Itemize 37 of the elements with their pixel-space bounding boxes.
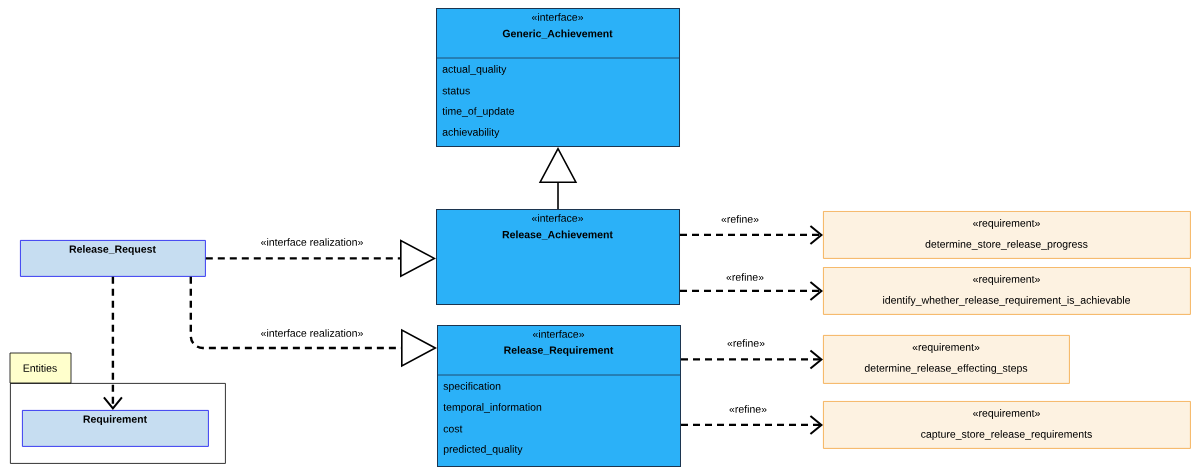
stereotype-label: «requirement» [973,219,1040,229]
stereotype-label: «interface» [531,214,584,222]
attribute-label: temporal_information [443,403,542,413]
edge-label: «refine» [720,214,760,224]
dependency-arrow [205,239,436,278]
edge-label: «interface realization» [259,237,365,247]
interface-name: Release_Achievement [502,230,613,240]
requirement-name: determine_release_effecting_steps [864,364,1028,374]
attribute-label: actual_quality [442,65,507,75]
requirement-name: identify_whether_release_requirement_is_achievable [883,296,1130,306]
attribute-label: time_of_update [442,107,515,117]
edge-label: «refine» [725,272,765,282]
edge-label: «refine» [726,338,766,348]
edge-label: «interface realization» [259,328,365,338]
interface-name: Release_Requirement [504,346,614,356]
dependency-arrow [681,414,823,435]
attribute-label: predicted_quality [443,445,523,455]
requirement-name: capture_store_release_requirements [921,430,1092,440]
edge-label: «refine» [728,404,768,414]
stereotype-label: «requirement» [973,409,1040,419]
dependency-arrow [681,349,823,370]
attribute-label: cost [443,425,463,433]
dependency-arrow [102,276,123,410]
interface-name: Generic_Achievement [502,29,613,39]
dependency-arrow [680,280,823,301]
stereotype-label: «requirement» [912,343,980,353]
stereotype-label: «requirement» [973,275,1040,285]
requirement-name: determine_store_release_progress [925,240,1088,250]
attribute-label: status [442,87,470,95]
stereotype-label: «interface» [531,13,584,21]
dependency-arrow [680,224,823,245]
stereotype-label: «interface» [532,330,585,338]
attribute-label: specification [443,382,501,392]
class-name: Requirement [83,415,147,425]
attribute-label: achievability [442,128,500,138]
class-name: Release_Request [69,245,156,255]
package-label: Entities [23,364,57,372]
